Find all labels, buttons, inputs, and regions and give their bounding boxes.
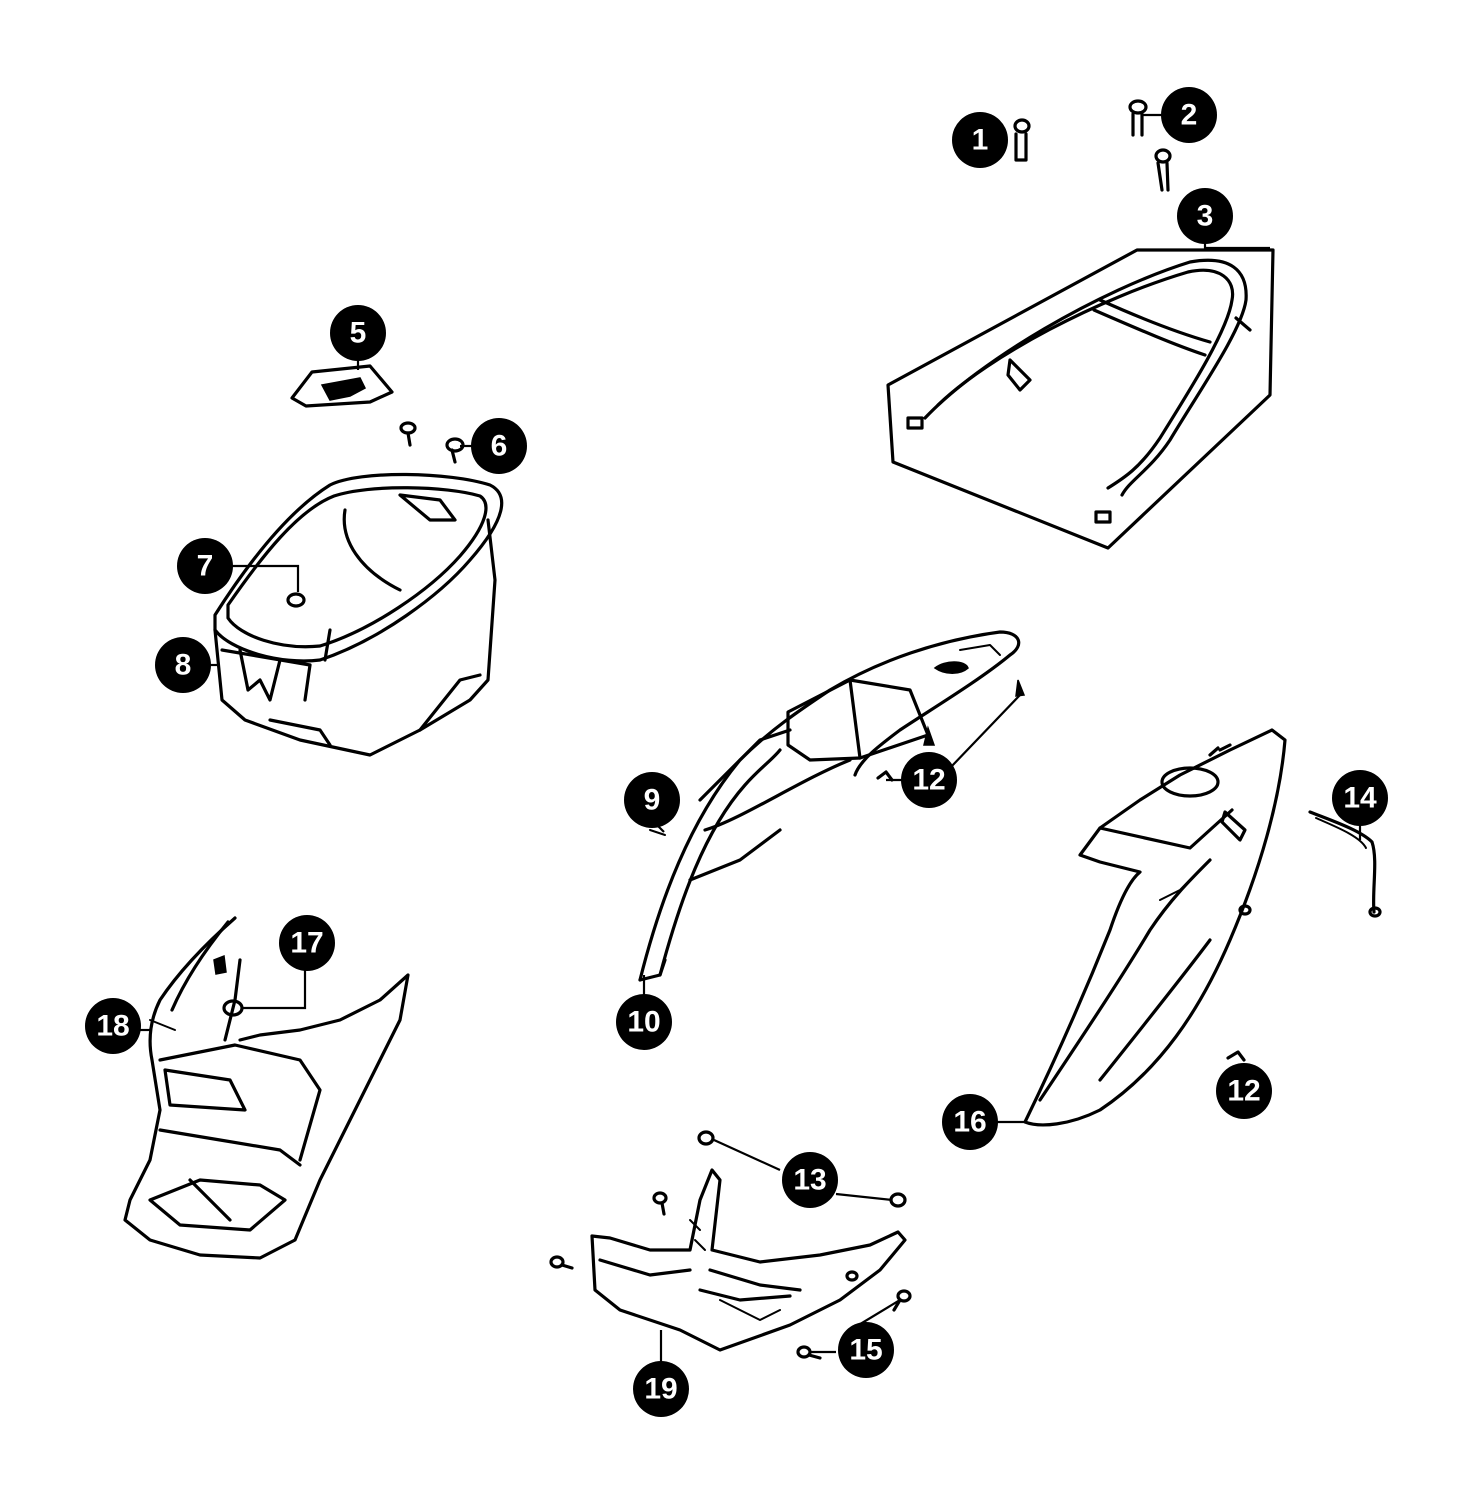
callout-9: 9	[624, 772, 680, 828]
callout-label-7: 7	[197, 550, 214, 583]
callout-13: 13	[782, 1152, 838, 1208]
callout-16: 16	[942, 1094, 998, 1150]
callout-3: 3	[1177, 188, 1233, 244]
callout-6: 6	[471, 418, 527, 474]
front-cover-part-18	[123, 916, 410, 1260]
bolt-part-2	[1128, 99, 1172, 192]
cover-plate-part-5	[290, 364, 394, 408]
side-cover-part-16	[1023, 728, 1287, 1127]
callout-label-17: 17	[290, 927, 323, 960]
floor-panel-part-19	[590, 1168, 907, 1352]
screws-part-6	[399, 421, 465, 464]
callout-label-1: 1	[972, 124, 989, 157]
callout-15: 15	[838, 1322, 894, 1378]
callout-label-10: 10	[627, 1006, 660, 1039]
callout-label-12-top: 12	[912, 764, 945, 797]
callout-label-5: 5	[350, 317, 367, 350]
bolt-part-1	[1013, 118, 1031, 162]
rear-inner-cover-part-9	[638, 630, 1021, 982]
storage-box-part-8	[213, 472, 504, 757]
callout-12-bottom: 12	[1216, 1063, 1272, 1119]
callout-label-9: 9	[644, 784, 661, 817]
callout-label-15: 15	[849, 1334, 882, 1367]
clip-part-12-bottom	[1226, 1050, 1246, 1062]
callout-label-3: 3	[1197, 200, 1214, 233]
callout-12-top: 12	[901, 752, 957, 808]
callout-label-19: 19	[644, 1373, 677, 1406]
callout-17: 17	[279, 915, 335, 971]
callout-8: 8	[155, 637, 211, 693]
callout-label-14: 14	[1343, 782, 1377, 815]
callout-7: 7	[177, 538, 233, 594]
wire-part-14	[1308, 810, 1382, 918]
callout-label-16: 16	[953, 1106, 986, 1139]
rear-carrier-part-3	[886, 248, 1275, 550]
callout-5: 5	[330, 305, 386, 361]
callout-label-13: 13	[793, 1164, 826, 1197]
callout-label-18: 18	[96, 1010, 129, 1043]
callout-1: 1	[952, 112, 1008, 168]
callout-label-12-bottom: 12	[1227, 1075, 1260, 1108]
callout-18: 18	[85, 998, 141, 1054]
callout-10: 10	[616, 994, 672, 1050]
callout-19: 19	[633, 1361, 689, 1417]
callout-14: 14	[1332, 770, 1388, 826]
callout-2: 2	[1161, 87, 1217, 143]
callout-label-2: 2	[1181, 99, 1198, 132]
callout-label-6: 6	[491, 430, 508, 463]
callout-label-8: 8	[175, 649, 192, 682]
